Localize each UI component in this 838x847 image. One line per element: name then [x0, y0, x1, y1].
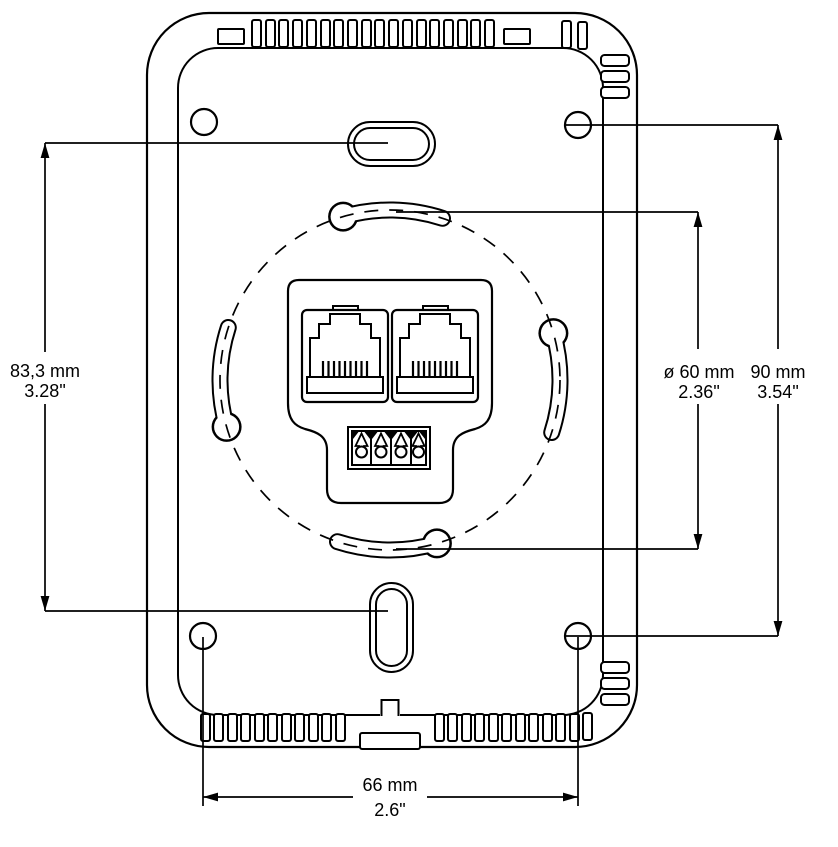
vent-slot: [251, 19, 262, 48]
screw-slot-bottom-inner: [375, 588, 408, 667]
vent-slot: [308, 713, 319, 742]
vent-slot: [600, 661, 630, 674]
vent-slot: [213, 713, 224, 742]
terminal-wire-port: [374, 445, 388, 459]
arrowhead: [773, 621, 783, 636]
vent-slot: [461, 713, 472, 742]
vent-slot: [600, 86, 630, 99]
arrowhead: [40, 596, 50, 611]
vent-slot: [470, 19, 481, 48]
vent-slot: [600, 70, 630, 83]
arrowhead: [773, 125, 783, 140]
vent-slot: [227, 713, 238, 742]
vent-slot: [542, 713, 553, 742]
bayonet-bulb-fill: [424, 530, 450, 556]
terminal-wire-port: [394, 445, 408, 459]
vent-slot: [281, 713, 292, 742]
screw-slots: [347, 121, 436, 673]
arrowhead: [693, 212, 703, 227]
vent-slot: [429, 19, 440, 48]
vent-slot: [374, 19, 385, 48]
rj45-jack-right: [390, 305, 480, 404]
bayonet-bulb-fill: [540, 320, 566, 346]
vent-slot: [335, 713, 346, 742]
vent-slot: [561, 20, 572, 49]
vent-slot: [265, 19, 276, 48]
vent-slot: [416, 19, 427, 48]
vent-slots-top: [217, 19, 588, 50]
jack-latch-bar: [396, 376, 474, 394]
bottom-latch: [359, 699, 421, 750]
vent-slot: [503, 28, 531, 45]
vent-slot: [488, 713, 499, 742]
vent-slot: [294, 713, 305, 742]
jack-opening: [309, 313, 381, 378]
vent-slot: [434, 713, 445, 742]
dim-label-bottom-metric: 66 mm: [362, 775, 417, 795]
jack-opening: [399, 313, 471, 378]
terminal-wire-port: [412, 445, 425, 459]
mounting-holes: [188, 107, 593, 651]
rj45-jack-left: [300, 305, 390, 404]
dim-label-right-metric: 90 mm: [750, 362, 805, 382]
vent-slot: [577, 21, 588, 50]
vent-slot: [600, 54, 630, 67]
jack-latch-bar: [306, 376, 384, 394]
arrowhead: [563, 792, 578, 802]
connector-plate: [286, 278, 494, 505]
arrowhead: [40, 143, 50, 158]
vent-slot: [217, 28, 245, 45]
vent-slot: [292, 19, 303, 48]
vent-slot: [474, 713, 485, 742]
mounting-hole-top-left: [189, 107, 219, 137]
dim-label-circle-metric: ø 60 mm: [663, 362, 734, 382]
vent-slot: [582, 712, 593, 741]
arrowhead: [693, 534, 703, 549]
vent-slot: [402, 19, 413, 48]
dimension-annotations: 83,3 mm 3.28" ø 60 mm 2.36" 90 mm 3.54" …: [10, 124, 806, 820]
vent-slot: [457, 19, 468, 48]
latch-notch-cut: [380, 710, 400, 719]
vent-slot: [333, 19, 344, 48]
latch-tab: [359, 732, 421, 750]
vent-slot: [267, 713, 278, 742]
vent-slot: [515, 713, 526, 742]
dim-label-right-imperial: 3.54": [757, 382, 798, 402]
vent-slot: [484, 19, 495, 48]
vent-slot: [600, 693, 630, 706]
vent-slot: [447, 713, 458, 742]
terminal-wire-port: [355, 445, 368, 459]
jack-pins: [411, 361, 459, 377]
vent-slot: [240, 713, 251, 742]
vent-slot: [600, 677, 630, 690]
vent-slot: [254, 713, 265, 742]
dim-label-left-imperial: 3.28": [24, 381, 65, 401]
terminal-dividers: [370, 431, 412, 465]
jack-pins: [321, 361, 369, 377]
terminal-block: [347, 426, 431, 470]
vent-slot: [306, 19, 317, 48]
vent-slot: [501, 713, 512, 742]
vent-slot: [347, 19, 358, 48]
mounting-circle-dashed: [219, 209, 561, 551]
dim-label-left-metric: 83,3 mm: [10, 361, 80, 381]
vent-slot: [361, 19, 372, 48]
terminal-contact-marks: [353, 432, 425, 439]
vent-slot: [320, 19, 331, 48]
dim-label-bottom-imperial: 2.6": [374, 800, 405, 820]
vent-slot: [443, 19, 454, 48]
dim-label-circle-imperial: 2.36": [678, 382, 719, 402]
latch-notch: [380, 699, 400, 716]
vent-slot: [555, 713, 566, 742]
screw-slot-top-inner: [353, 127, 430, 161]
vent-slot: [528, 713, 539, 742]
arrowhead: [203, 792, 218, 802]
vent-slot: [388, 19, 399, 48]
vent-slot: [321, 713, 332, 742]
vent-slot: [278, 19, 289, 48]
